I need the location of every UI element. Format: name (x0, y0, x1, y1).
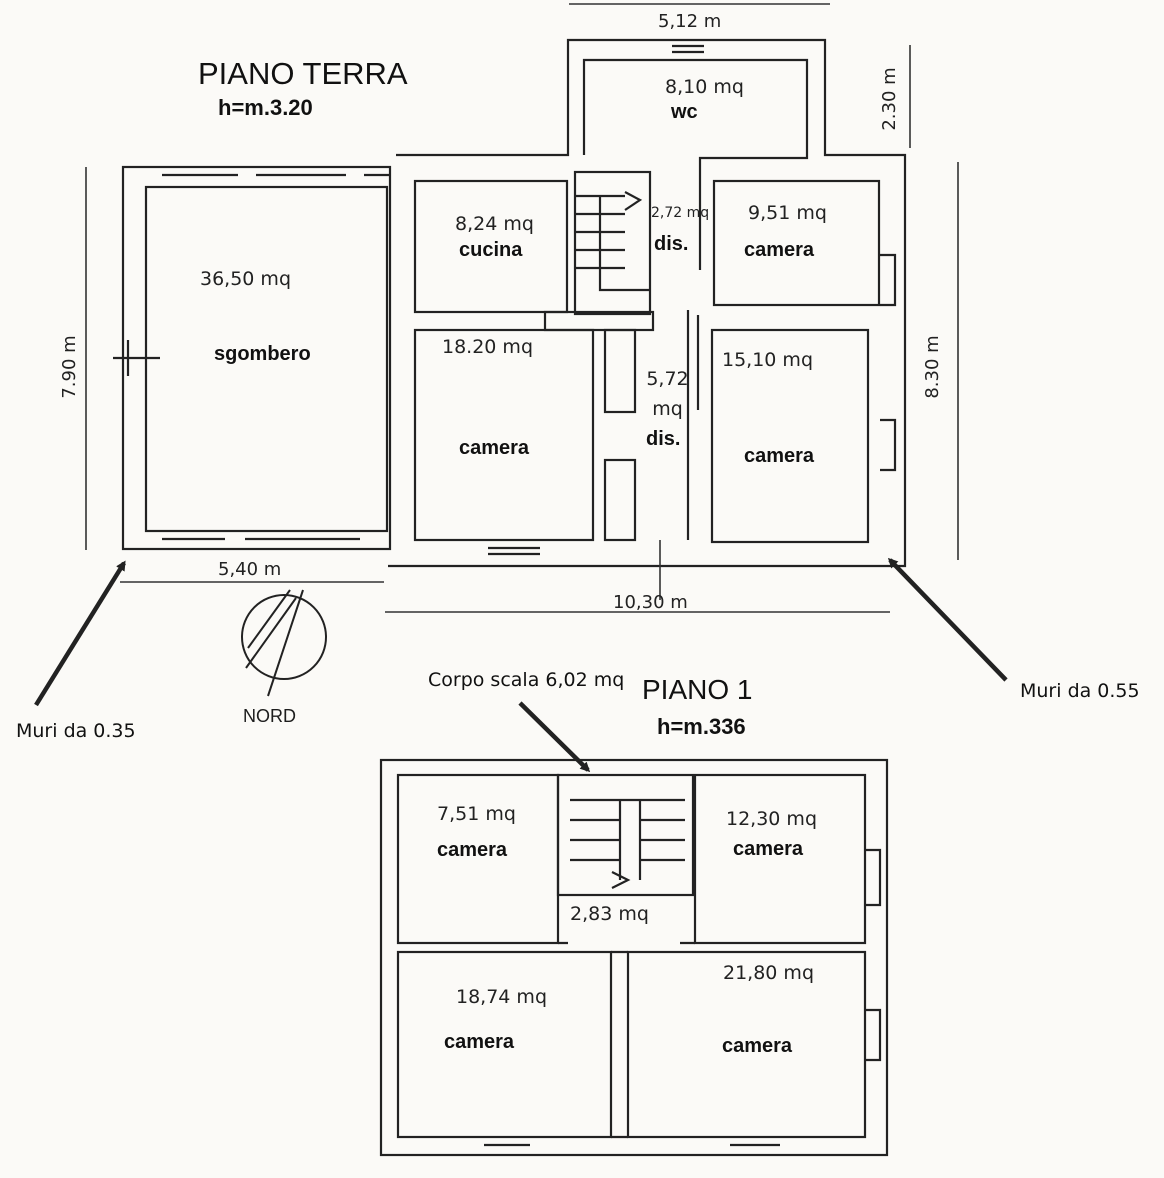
room-dis-central-area: 5,72 mq (646, 368, 689, 420)
room-camera-951-area: 9,51 mq (748, 202, 827, 224)
ff-room-1874-label: camera (444, 1031, 515, 1053)
room-dis-central-label: dis. (646, 428, 681, 450)
ground-floor-walls (113, 38, 907, 568)
dim-left-height: 7.90 m (59, 335, 80, 399)
first-floor-walls (379, 758, 889, 1157)
room-dis-small-area: 2,72 mq (651, 205, 710, 221)
dim-left-width: 5,40 m (218, 559, 282, 580)
room-cucina-label: cucina (459, 239, 523, 261)
ff-room-2180-area: 21,80 mq (723, 962, 815, 984)
room-camera-1820-label: camera (459, 437, 530, 459)
room-sgombero-label: sgombero (214, 343, 311, 365)
room-camera-951-label: camera (744, 239, 815, 261)
note-walls-035: Muri da 0.35 (16, 720, 136, 742)
dim-right-height: 8.30 m (922, 335, 943, 399)
ff-room-751-area: 7,51 mq (437, 803, 516, 825)
room-wc-area: 8,10 mq (665, 76, 744, 98)
dim-wc-depth: 2.30 m (879, 67, 900, 131)
room-dis-small-label: dis. (654, 233, 689, 255)
ff-landing-area: 2,83 mq (570, 903, 649, 925)
dim-top-width: 5,12 m (658, 11, 722, 32)
ff-room-2180-label: camera (722, 1035, 793, 1057)
room-wc-label: wc (671, 101, 698, 123)
stair-note: Corpo scala 6,02 mq (428, 669, 625, 691)
room-camera-1820-area: 18.20 mq (442, 336, 534, 358)
ground-floor-height: h=m.3.20 (218, 95, 313, 120)
pointer-arrows (34, 557, 1008, 773)
note-walls-055: Muri da 0.55 (1020, 680, 1140, 702)
room-sgombero-area: 36,50 mq (200, 268, 292, 290)
ground-floor-title: PIANO TERRA (198, 56, 408, 91)
north-label: NORD (243, 706, 296, 726)
ground-floor-dimension-lines (85, 3, 959, 613)
first-floor-height: h=m.336 (657, 714, 746, 739)
north-compass-icon (241, 589, 327, 697)
ff-room-1230-area: 12,30 mq (726, 808, 818, 830)
ff-room-751-label: camera (437, 839, 508, 861)
ff-room-1874-area: 18,74 mq (456, 986, 548, 1008)
first-floor-title: PIANO 1 (642, 674, 753, 705)
room-camera-1510-area: 15,10 mq (722, 349, 814, 371)
dim-total-width: 10,30 m (613, 592, 688, 613)
room-camera-1510-label: camera (744, 445, 815, 467)
room-cucina-area: 8,24 mq (455, 213, 534, 235)
ff-room-1230-label: camera (733, 838, 804, 860)
